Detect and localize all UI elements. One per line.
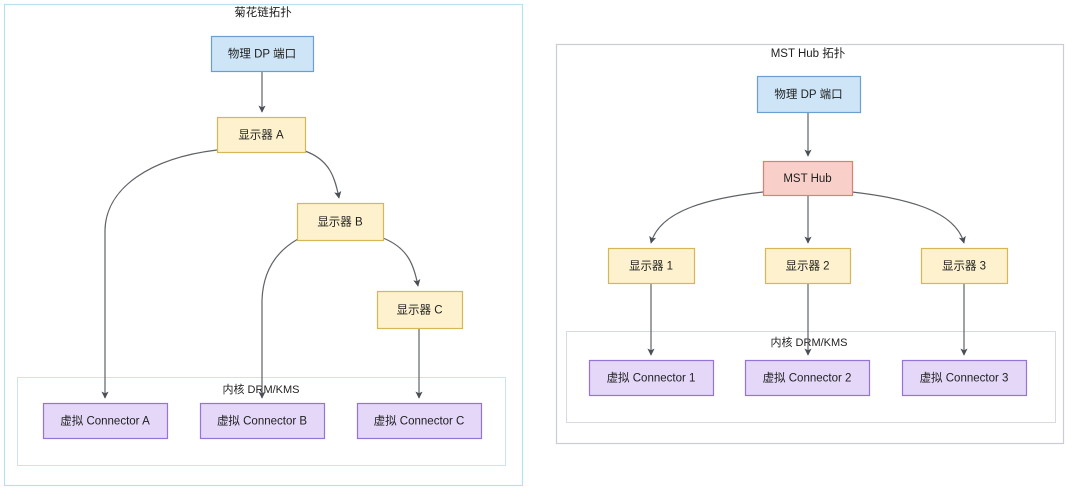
node-label-vconnector-3: 虚拟 Connector 3: [920, 371, 1009, 385]
node-box-vconnector-1[interactable]: [588, 359, 715, 397]
edge-e-a-va: [101, 149, 218, 399]
node-dp-port[interactable]: 物理 DP 端口: [210, 35, 315, 73]
node-vconnector-3[interactable]: 虚拟 Connector 3: [901, 359, 1028, 397]
node-box-monitor-3[interactable]: [920, 247, 1009, 285]
node-vconnector-2[interactable]: 虚拟 Connector 2: [744, 359, 871, 397]
node-label-monitor-2: 显示器 2: [785, 260, 829, 273]
node-label-monitor-1: 显示器 1: [629, 260, 673, 273]
node-box-vconnector-a[interactable]: [42, 402, 169, 440]
node-label-vconnector-a: 虚拟 Connector A: [60, 414, 150, 428]
node-box-monitor-b[interactable]: [296, 202, 385, 242]
node-box-dp-port-2[interactable]: [756, 75, 862, 114]
node-mst-hub-node[interactable]: MST Hub: [762, 160, 854, 197]
node-label-mst-hub-node: MST Hub: [783, 173, 831, 185]
node-label-vconnector-c: 虚拟 Connector C: [374, 414, 465, 428]
node-box-dp-port[interactable]: [210, 35, 315, 73]
node-label-monitor-a: 显示器 A: [238, 129, 284, 142]
group-frame-kernel-drm-kms: [566, 331, 1056, 423]
edge-e2-hub-m3: [851, 191, 966, 244]
group-label-kernel-drm-kms: 内核 DRM/KMS: [771, 335, 848, 349]
node-box-vconnector-c[interactable]: [356, 402, 483, 440]
node-label-vconnector-b: 虚拟 Connector B: [217, 414, 307, 428]
group-label-kernel-drm-kms: 内核 DRM/KMS: [223, 382, 300, 396]
panel-title-mst-hub: MST Hub 拓扑: [771, 46, 846, 60]
node-box-monitor-2[interactable]: [764, 247, 852, 285]
node-label-monitor-3: 显示器 3: [942, 260, 986, 273]
node-label-monitor-b: 显示器 B: [317, 216, 363, 229]
node-label-dp-port: 物理 DP 端口: [228, 47, 296, 61]
node-monitor-a[interactable]: 显示器 A: [216, 116, 307, 154]
node-label-vconnector-2: 虚拟 Connector 2: [763, 371, 852, 385]
node-box-vconnector-3[interactable]: [901, 359, 1028, 397]
node-dp-port-2[interactable]: 物理 DP 端口: [756, 75, 862, 114]
node-box-mst-hub-node[interactable]: [762, 160, 854, 197]
panel-title-daisy-chain: 菊花链拓扑: [234, 5, 292, 19]
node-box-vconnector-b[interactable]: [199, 402, 326, 440]
edge-e2-hub-m1: [649, 191, 764, 244]
node-vconnector-b[interactable]: 虚拟 Connector B: [199, 402, 326, 440]
node-monitor-c[interactable]: 显示器 C: [376, 290, 464, 330]
node-vconnector-a[interactable]: 虚拟 Connector A: [42, 402, 169, 440]
node-monitor-1[interactable]: 显示器 1: [607, 247, 696, 285]
node-monitor-b[interactable]: 显示器 B: [296, 202, 385, 242]
node-label-monitor-c: 显示器 C: [397, 304, 443, 317]
edge-e-a-b: [304, 150, 342, 199]
node-label-dp-port-2: 物理 DP 端口: [774, 87, 842, 101]
node-label-vconnector-1: 虚拟 Connector 1: [607, 371, 696, 385]
edge-e-b-c: [382, 237, 421, 287]
node-monitor-3[interactable]: 显示器 3: [920, 247, 1009, 285]
node-box-vconnector-2[interactable]: [744, 359, 871, 397]
node-box-monitor-c[interactable]: [376, 290, 464, 330]
edge-e-b-vb: [258, 238, 299, 399]
node-box-monitor-1[interactable]: [607, 247, 696, 285]
node-vconnector-c[interactable]: 虚拟 Connector C: [356, 402, 483, 440]
node-monitor-2[interactable]: 显示器 2: [764, 247, 852, 285]
node-box-monitor-a[interactable]: [216, 116, 307, 154]
node-vconnector-1[interactable]: 虚拟 Connector 1: [588, 359, 715, 397]
